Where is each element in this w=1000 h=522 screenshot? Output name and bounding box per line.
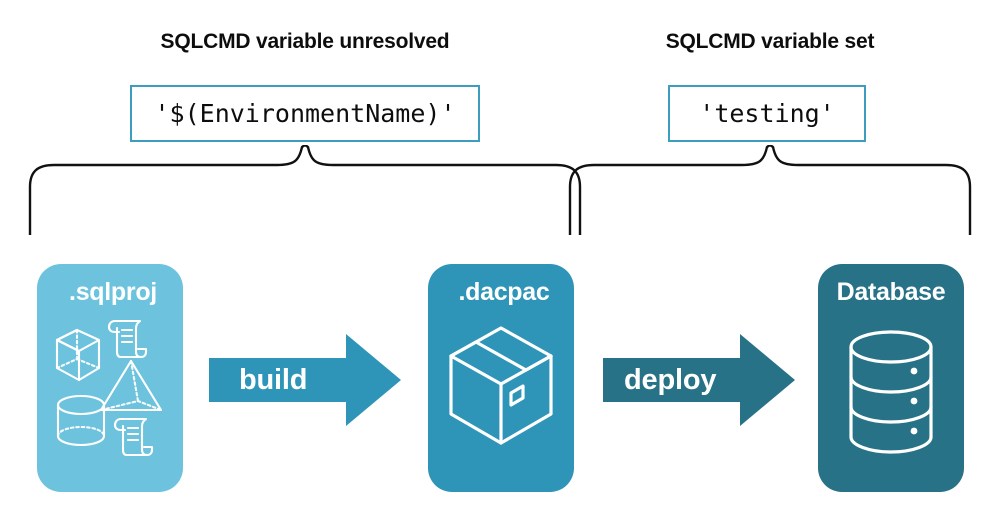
database-status-dots — [910, 367, 918, 435]
artifact-dacpac-label: .dacpac — [458, 278, 550, 306]
artifact-dacpac: .dacpac — [428, 264, 574, 492]
code-value-box-unresolved: '$(EnvironmentName)' — [130, 85, 480, 142]
scroll-icon — [113, 417, 154, 457]
cylinder-wireframe-icon — [56, 394, 106, 447]
scroll-icon — [107, 319, 148, 359]
artifact-sqlproj-label: .sqlproj — [69, 278, 157, 306]
arrow-deploy: deploy — [603, 334, 795, 426]
database-cylinder-icon — [849, 330, 933, 454]
code-value-box-set: 'testing' — [668, 85, 866, 142]
artifact-sqlproj: .sqlproj — [37, 264, 183, 492]
artifact-database: Database — [818, 264, 964, 492]
cube-wireframe-icon — [55, 328, 101, 382]
group-heading-deploy: SQLCMD variable set — [665, 30, 875, 53]
arrow-build-label: build — [239, 363, 308, 396]
brace-build-scope — [28, 145, 582, 235]
arrow-build-shape — [209, 334, 401, 426]
arrow-build: build — [209, 334, 401, 426]
artifact-database-label: Database — [836, 278, 946, 306]
package-box-icon — [449, 326, 553, 445]
brace-deploy-scope — [568, 145, 972, 235]
arrow-deploy-shape — [603, 334, 795, 426]
arrow-deploy-label: deploy — [624, 363, 717, 396]
pyramid-wireframe-icon — [99, 359, 163, 412]
group-heading-build: SQLCMD variable unresolved — [160, 30, 450, 53]
